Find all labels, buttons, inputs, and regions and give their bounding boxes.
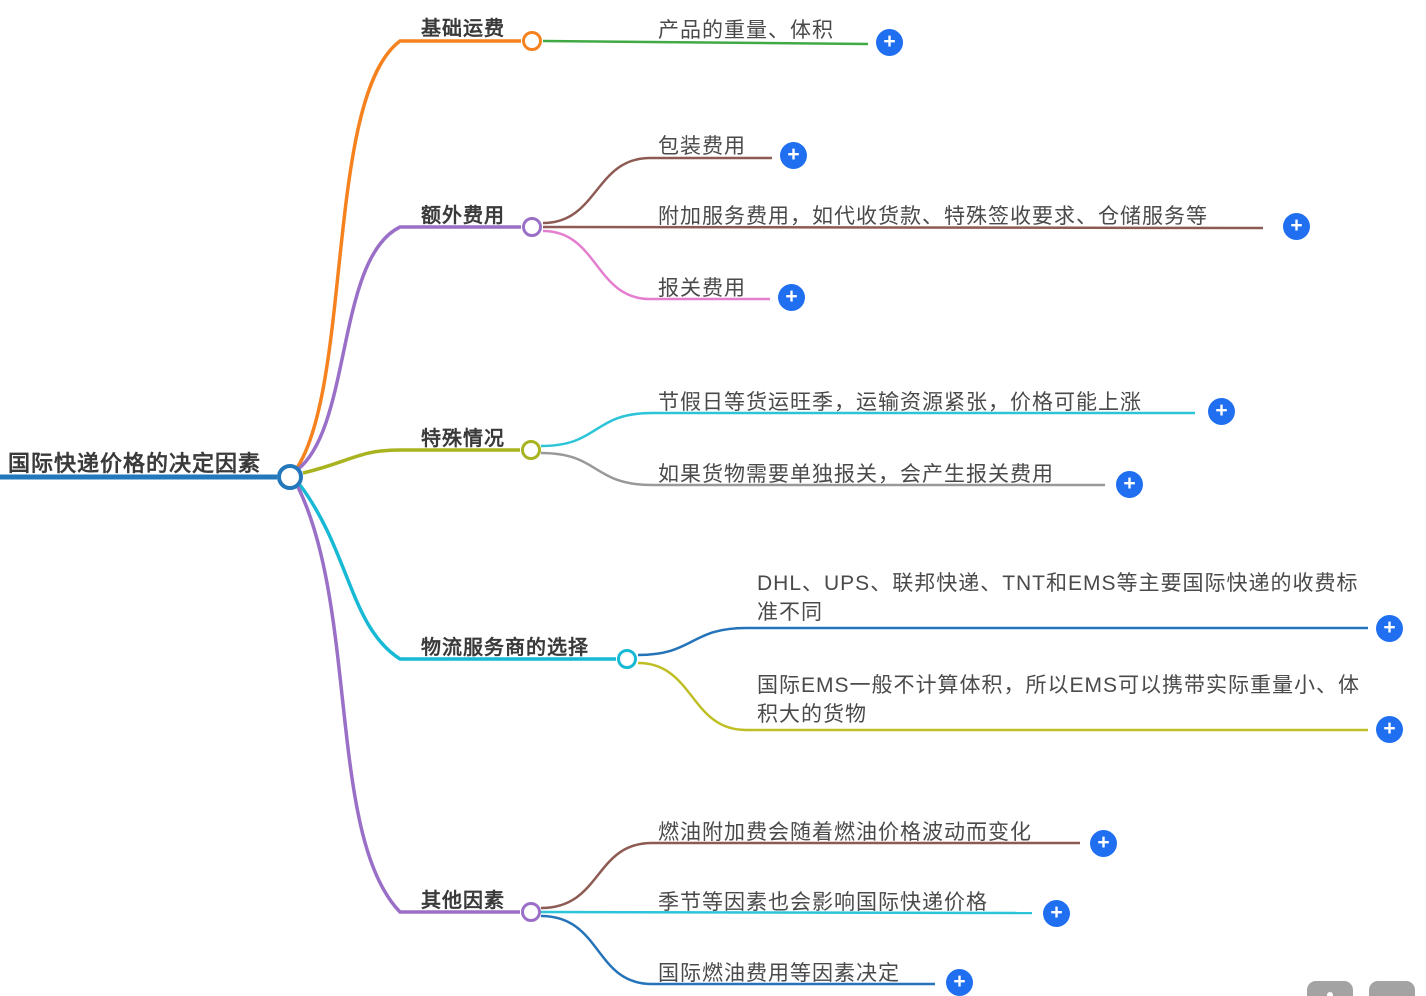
plus-icon: +	[785, 285, 798, 308]
toolbar-button-zoom-out[interactable]	[1369, 981, 1415, 996]
leaf-additional-services[interactable]: 附加服务费用，如代收货款、特殊签收要求、仓储服务等	[658, 205, 1208, 228]
leaf-fuel-surcharge[interactable]: 燃油附加费会随着燃油价格波动而变化	[658, 821, 1032, 844]
root-node[interactable]: 国际快递价格的决定因素	[8, 451, 262, 476]
add-child-button[interactable]: +	[876, 29, 903, 56]
branch-other-factors[interactable]: 其他因素	[421, 890, 505, 912]
connector-leaf-holiday-peak	[540, 411, 1195, 448]
leaf-intl-fuel-cost[interactable]: 国际燃油费用等因素决定	[658, 962, 900, 985]
add-child-button[interactable]: +	[1116, 471, 1143, 498]
plus-icon: +	[1215, 399, 1228, 422]
leaf-weight-volume[interactable]: 产品的重量、体积	[658, 19, 834, 42]
branch-logistics-provider-junction[interactable]	[617, 649, 637, 669]
add-child-button[interactable]: +	[1043, 900, 1070, 927]
add-child-button[interactable]: +	[778, 284, 805, 311]
connector-branch-special-cases	[302, 448, 520, 475]
connector-branch-basic-freight	[295, 39, 521, 469]
leaf-packaging-fee[interactable]: 包装费用	[658, 135, 746, 158]
leaf-season-factor[interactable]: 季节等因素也会影响国际快递价格	[658, 891, 988, 914]
add-child-button[interactable]: +	[780, 142, 807, 169]
branch-extra-fees[interactable]: 额外费用	[421, 205, 505, 227]
add-child-button[interactable]: +	[1376, 716, 1403, 743]
plus-icon	[1327, 992, 1333, 996]
branch-special-cases[interactable]: 特殊情况	[421, 428, 505, 450]
leaf-ems-volume[interactable]: 国际EMS一般不计算体积，所以EMS可以携带实际重量小、体积大的货物	[757, 674, 1361, 726]
plus-icon: +	[1123, 472, 1136, 495]
add-child-button[interactable]: +	[1090, 830, 1117, 857]
connector-branch-other-factors	[296, 486, 520, 914]
toolbar-button-zoom-in[interactable]	[1307, 981, 1353, 996]
branch-extra-fees-junction[interactable]	[522, 217, 542, 237]
branch-special-cases-junction[interactable]	[521, 440, 541, 460]
leaf-holiday-peak[interactable]: 节假日等货运旺季，运输资源紧张，价格可能上涨	[658, 391, 1142, 414]
add-child-button[interactable]: +	[946, 969, 973, 996]
plus-icon: +	[1383, 616, 1396, 639]
branch-basic-freight[interactable]: 基础运费	[421, 18, 505, 40]
plus-icon: +	[1383, 717, 1396, 740]
plus-icon: +	[953, 970, 966, 993]
add-child-button[interactable]: +	[1376, 615, 1403, 642]
plus-icon: +	[883, 30, 896, 53]
branch-other-factors-junction[interactable]	[521, 902, 541, 922]
plus-icon: +	[1097, 831, 1110, 854]
branch-logistics-provider[interactable]: 物流服务商的选择	[421, 637, 589, 659]
leaf-separate-customs[interactable]: 如果货物需要单独报关，会产生报关费用	[658, 463, 1054, 486]
leaf-customs-fee[interactable]: 报关费用	[658, 277, 746, 300]
add-child-button[interactable]: +	[1208, 398, 1235, 425]
plus-icon: +	[1290, 214, 1303, 237]
branch-basic-freight-junction[interactable]	[522, 31, 542, 51]
plus-icon: +	[1050, 901, 1063, 924]
connector-leaf-carrier-pricing	[637, 626, 1368, 657]
add-child-button[interactable]: +	[1283, 213, 1310, 240]
leaf-carrier-pricing[interactable]: DHL、UPS、联邦快递、TNT和EMS等主要国际快递的收费标准不同	[757, 572, 1359, 624]
root-junction[interactable]	[277, 464, 303, 490]
plus-icon: +	[787, 143, 800, 166]
